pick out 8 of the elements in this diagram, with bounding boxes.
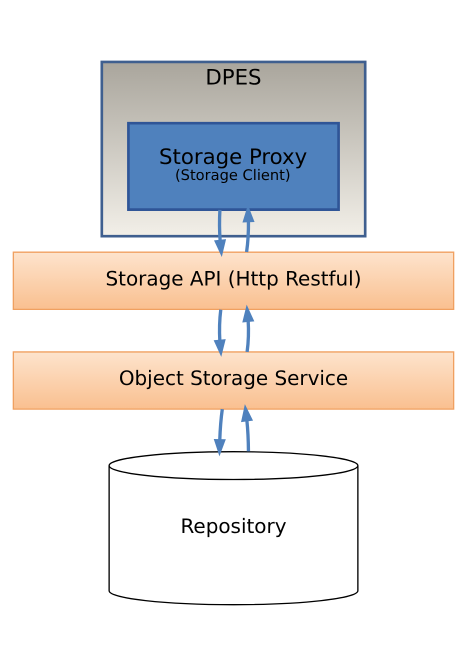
- node-box: Storage Proxy (Storage Client): [127, 122, 340, 211]
- arrow: [241, 404, 254, 452]
- arrow: [214, 408, 226, 456]
- arrow: [214, 210, 226, 258]
- node-box: Object Storage Service: [12, 351, 454, 410]
- arrow: [214, 309, 226, 357]
- node-box: Storage API (Http Restful): [12, 252, 454, 310]
- arrow: [242, 304, 254, 352]
